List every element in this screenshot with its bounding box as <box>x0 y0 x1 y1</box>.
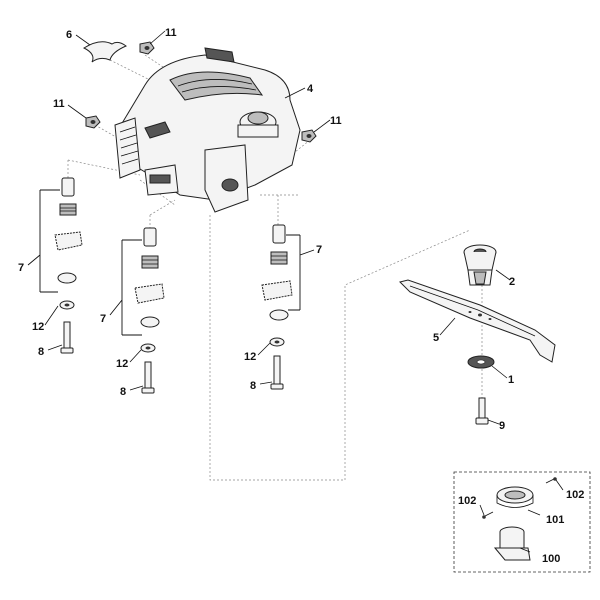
callout-12-right: 12 <box>244 351 256 363</box>
callout-12-middle: 12 <box>116 358 128 370</box>
callout-7-right: 7 <box>316 244 322 256</box>
callout-11-left: 11 <box>53 98 65 110</box>
callout-2: 2 <box>509 276 515 288</box>
callout-8-middle: 8 <box>120 386 126 398</box>
part-washer <box>467 355 495 369</box>
callout-labels: 6 11 4 11 11 7 12 8 7 12 8 7 12 8 2 5 1 … <box>18 27 584 565</box>
part-decal <box>82 41 127 63</box>
callout-12-left: 12 <box>32 321 44 333</box>
part-blade-adapter <box>463 244 497 286</box>
callout-11-right: 11 <box>330 115 342 127</box>
part-engine <box>114 47 301 213</box>
part-blade-bolt <box>475 397 489 425</box>
callout-101: 101 <box>546 514 564 526</box>
mount-stack-right <box>261 224 293 390</box>
callout-102-right: 102 <box>566 489 584 501</box>
callout-9: 9 <box>499 420 505 432</box>
callout-7-left: 7 <box>18 262 24 274</box>
callout-8-left: 8 <box>38 346 44 358</box>
callout-102-left: 102 <box>458 495 476 507</box>
callout-6: 6 <box>66 29 72 41</box>
callout-7-middle: 7 <box>100 313 106 325</box>
callout-5: 5 <box>433 332 439 344</box>
part-nut-top <box>139 41 155 55</box>
alternative-adapter-inset <box>453 471 591 573</box>
part-nut-right <box>301 129 317 143</box>
callout-8-right: 8 <box>250 380 256 392</box>
mount-stack-middle <box>134 227 165 394</box>
callout-11-top: 11 <box>165 27 177 39</box>
leader-lines <box>27 30 564 553</box>
callout-1: 1 <box>508 374 514 386</box>
callout-100: 100 <box>542 553 560 565</box>
callout-4: 4 <box>307 83 314 95</box>
part-blade <box>399 279 556 363</box>
part-nut-left <box>85 115 101 129</box>
mount-stack-left <box>54 177 83 354</box>
